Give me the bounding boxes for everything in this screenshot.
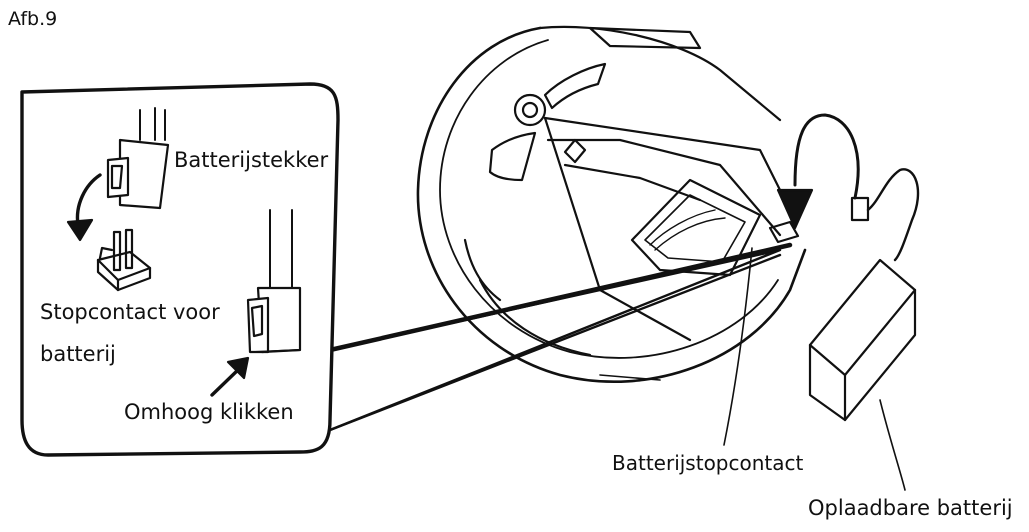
arrow-icon	[210, 356, 250, 397]
label-rechargeable-battery: Oplaadbare batterij	[808, 496, 1013, 520]
label-socket-line2: batterij	[40, 342, 116, 366]
battery-plug-icon	[106, 107, 170, 210]
clicked-plug-icon	[246, 209, 302, 354]
label-socket-line1: Stopcontact voor	[40, 300, 220, 324]
label-battery-plug: Batterijstekker	[174, 148, 329, 172]
robot-vacuum	[416, 25, 807, 446]
curved-arrow	[66, 173, 102, 242]
label-battery-socket: Batterijstopcontact	[612, 451, 804, 475]
callout-box	[20, 82, 340, 457]
cable-arrow	[776, 113, 860, 230]
battery-pack	[808, 168, 920, 491]
socket-icon	[96, 228, 152, 292]
label-click-up: Omhoog klikken	[124, 400, 294, 424]
figure-label: Afb.9	[8, 8, 58, 30]
callout-lines	[327, 242, 793, 432]
